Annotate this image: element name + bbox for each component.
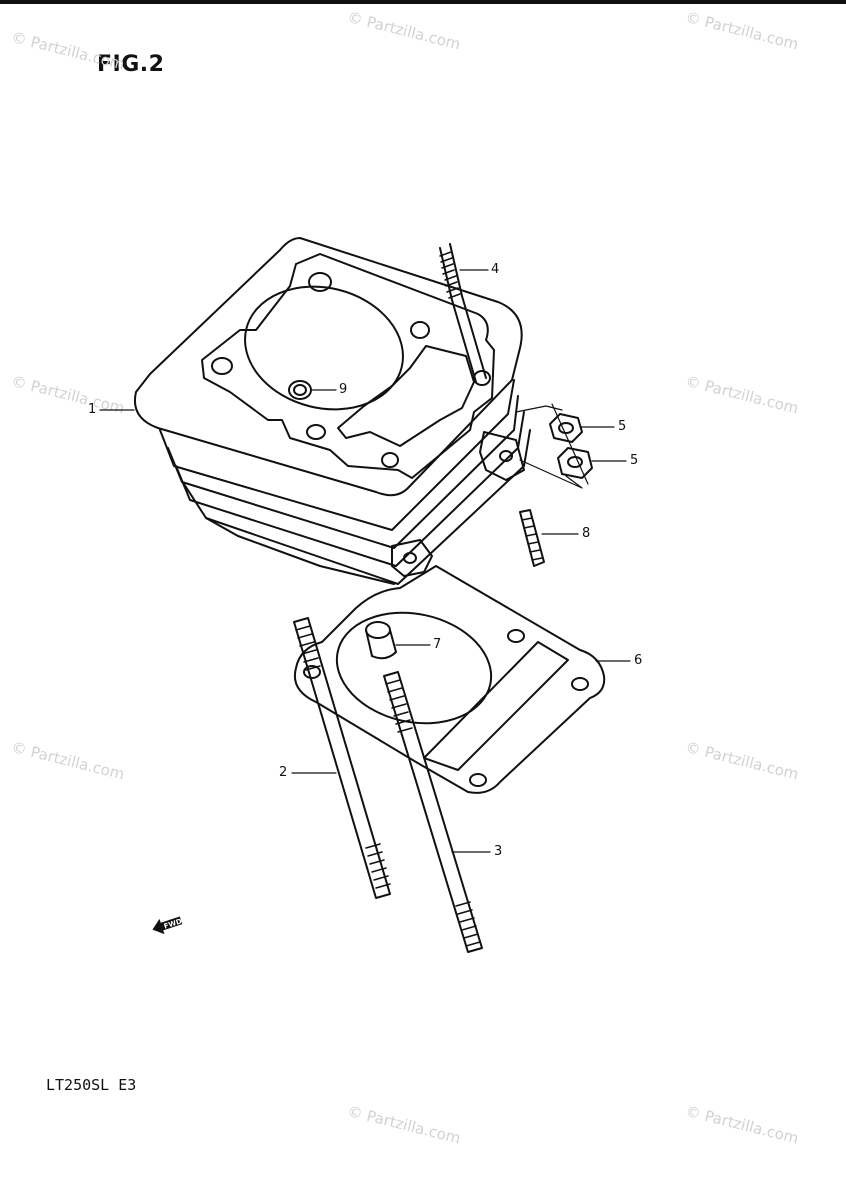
base-gasket-chain-slot [423,641,569,771]
callout-1: 1 [88,402,97,417]
callout-3: 3 [494,844,503,859]
cylinder-top-gasket-outline [201,253,495,479]
dowel-pin [288,380,312,400]
stud-bolt-3 [383,671,483,953]
bolt-hole [571,677,589,691]
bolt-hole [308,272,332,292]
cam-chain-tunnel [337,345,475,447]
cylinder-side-flange [479,431,525,481]
stud-bolt-8 [519,509,545,567]
callout-5a: 5 [618,419,627,434]
top-border [0,0,846,4]
bolt-hole [469,773,487,787]
bolt-hole [306,424,326,440]
bolt-hole [403,552,417,564]
bolt-hole [381,452,399,468]
cylinder-base-flange [391,539,433,577]
callout-9: 9 [339,382,348,397]
model-label: LT250SL E3 [46,1076,137,1094]
cylinder-top-deck [134,237,523,497]
callout-2: 2 [279,765,288,780]
guide-line [519,459,583,489]
guide-line [551,403,589,485]
bolt-hole [303,665,321,679]
callout-7: 7 [433,637,442,652]
base-gasket [294,565,606,794]
bolt-hole [499,450,513,462]
cooling-fin [205,517,395,585]
callout-8: 8 [582,526,591,541]
dowel-pin-inner [293,384,307,396]
callout-4: 4 [491,262,500,277]
nut-5a [549,413,583,443]
stud-bolt-4 [439,243,487,383]
fwd-arrow-label: FWD [163,917,183,930]
base-gasket-bore [335,611,493,725]
cooling-fin [183,429,531,585]
stud-bolt-2 [293,617,391,899]
bolt-hole [211,357,233,375]
cooling-fin [175,411,525,567]
bolt-hole [410,321,430,339]
bolt-hole [507,629,525,643]
fwd-arrow-icon: FWD [152,916,183,935]
callout-5b: 5 [630,453,639,468]
cylinder-bore [244,285,404,411]
guide-line [515,405,563,413]
dowel-pin-7 [365,621,397,660]
figure-title: FIG.2 [97,52,165,77]
nut-5b [557,447,593,479]
callout-6: 6 [634,653,643,668]
cooling-fin [159,379,515,531]
